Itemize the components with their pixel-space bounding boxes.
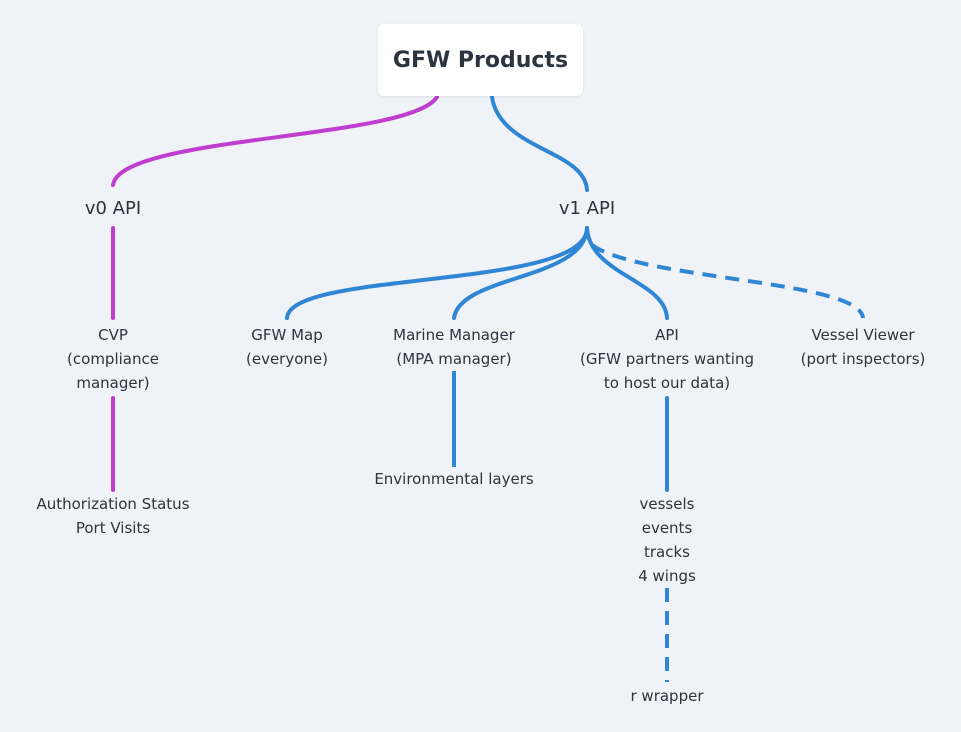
v1-api-label: v1 API xyxy=(554,198,620,219)
root-title: GFW Products xyxy=(392,47,569,73)
vessel-viewer-node: Vessel Viewer (port inspectors) xyxy=(800,323,926,371)
api-data-node: vessels events tracks 4 wings xyxy=(638,492,696,588)
cvp-line-1: CVP xyxy=(67,323,159,347)
root-node: GFW Products xyxy=(378,24,583,96)
r-wrapper-node: r wrapper xyxy=(630,684,704,708)
marine-manager-line-2: (MPA manager) xyxy=(393,347,515,371)
api-data-line-4: 4 wings xyxy=(638,564,696,588)
v0-api-label: v0 API xyxy=(80,198,146,219)
gfw-map-line-2: (everyone) xyxy=(246,347,328,371)
marine-manager-node: Marine Manager (MPA manager) xyxy=(393,323,515,371)
edge-root-v0 xyxy=(111,95,439,187)
api-data-line-3: tracks xyxy=(638,540,696,564)
environmental-layers-node: Environmental layers xyxy=(374,467,534,491)
api-line-1: API xyxy=(580,323,754,347)
authorization-line-1: Authorization Status xyxy=(36,492,190,516)
vessel-viewer-line-1: Vessel Viewer xyxy=(800,323,926,347)
cvp-line-3: manager) xyxy=(67,371,159,395)
gfw-map-line-1: GFW Map xyxy=(246,323,328,347)
api-line-2: (GFW partners wanting xyxy=(580,347,754,371)
v0-api-node: v0 API xyxy=(80,197,146,221)
api-line-3: to host our data) xyxy=(580,371,754,395)
edge-v1-marinemanager xyxy=(452,226,589,320)
edge-v1-gfwmap xyxy=(285,226,589,320)
edge-v1-api xyxy=(585,226,669,320)
edge-root-v1 xyxy=(490,95,589,192)
r-wrapper-line-1: r wrapper xyxy=(630,684,704,708)
api-data-line-1: vessels xyxy=(638,492,696,516)
api-node: API (GFW partners wanting to host our da… xyxy=(580,323,754,395)
authorization-line-2: Port Visits xyxy=(36,516,190,540)
v1-api-node: v1 API xyxy=(554,197,620,221)
cvp-line-2: (compliance xyxy=(67,347,159,371)
edge-v1-vesselviewer xyxy=(590,243,865,319)
api-data-line-2: events xyxy=(638,516,696,540)
authorization-node: Authorization Status Port Visits xyxy=(36,492,190,540)
vessel-viewer-line-2: (port inspectors) xyxy=(800,347,926,371)
environmental-layers-line-1: Environmental layers xyxy=(374,467,534,491)
gfw-map-node: GFW Map (everyone) xyxy=(246,323,328,371)
cvp-node: CVP (compliance manager) xyxy=(67,323,159,395)
marine-manager-line-1: Marine Manager xyxy=(393,323,515,347)
